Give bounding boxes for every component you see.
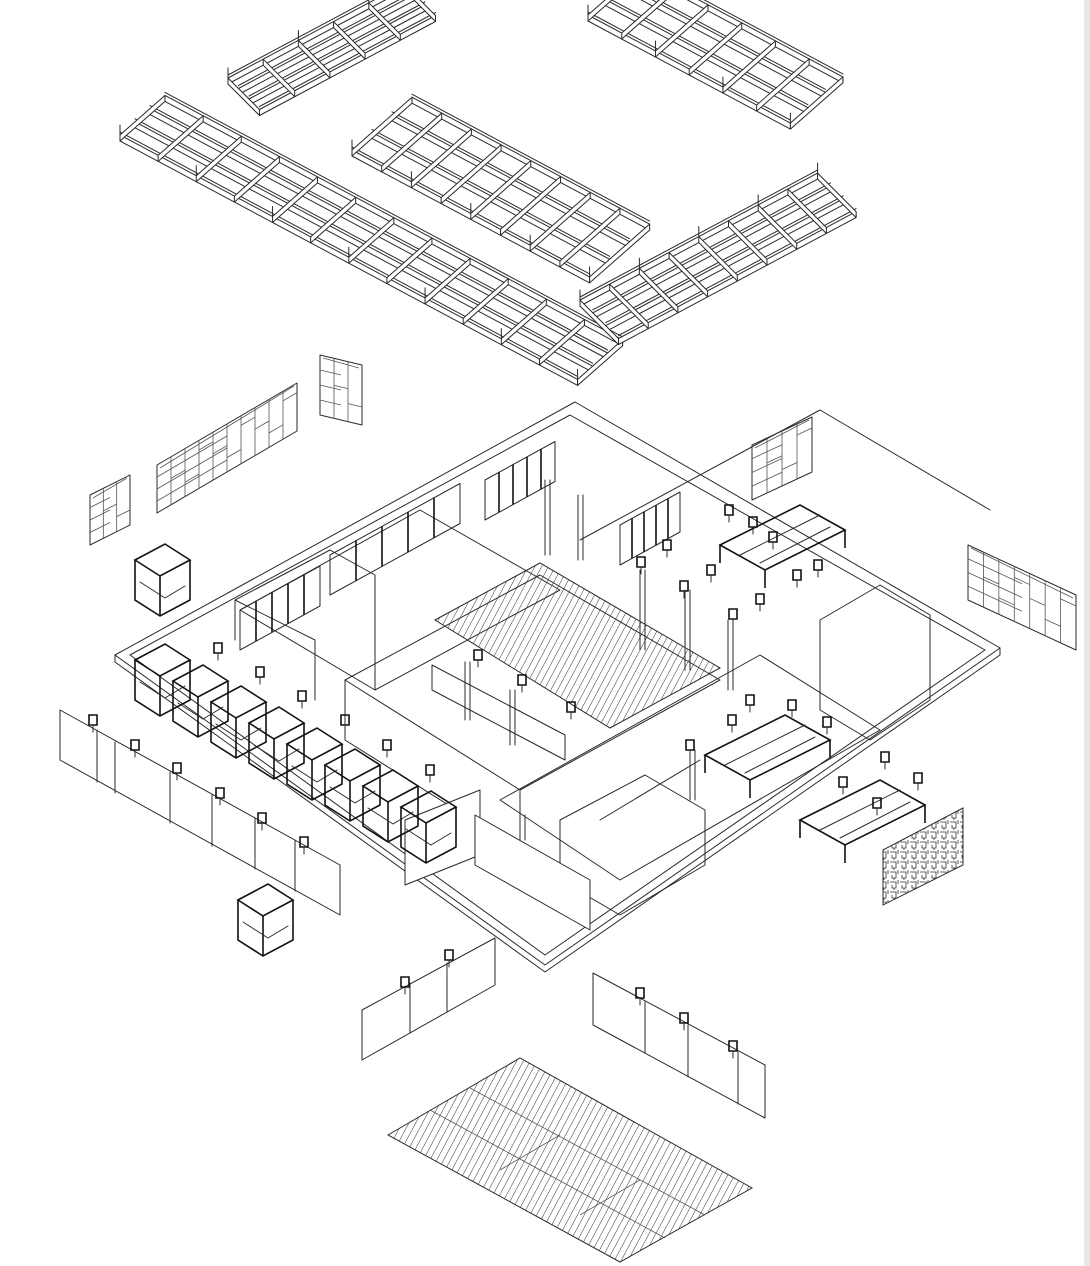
floor-plan-shell: [114, 401, 1001, 973]
ground-slat-decking: [386, 1057, 754, 1263]
display-rack-units: [133, 441, 927, 957]
fretwork-screen-panel: [882, 807, 964, 906]
roof-beam-frame-top-left: [227, 0, 436, 116]
roof-beam-frame-main: [119, 91, 624, 386]
scroll-edge: [1084, 0, 1090, 1266]
roof-beam-frame-top-right: [587, 0, 844, 130]
roof-beam-frame-center: [351, 93, 651, 284]
partition-wall-panels: [59, 504, 923, 1119]
lattice-screen-panels: [89, 354, 1077, 651]
roof-beam-frame-right: [579, 162, 857, 345]
